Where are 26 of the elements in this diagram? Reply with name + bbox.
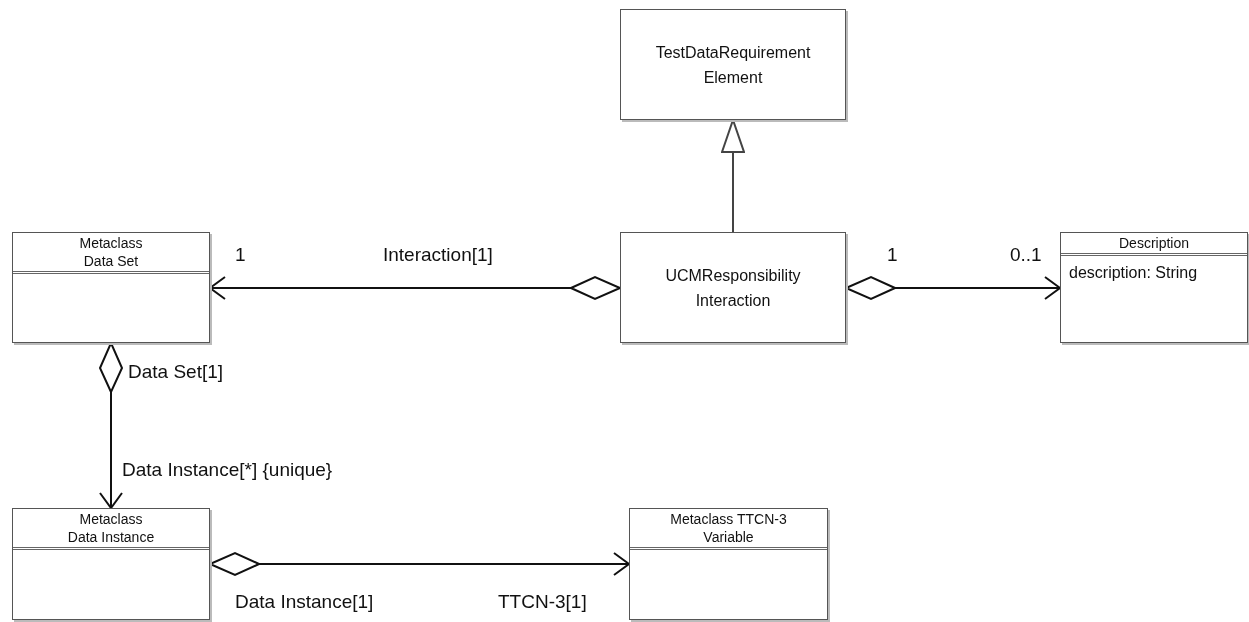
class-box — [12, 232, 210, 343]
class-name: Metaclass TTCN-3 Variable — [669, 510, 788, 547]
class-box — [620, 9, 846, 120]
class-name: Metaclass Data Instance — [66, 510, 156, 547]
aggregation-arrow — [845, 276, 1061, 300]
role-label: TTCN-3[1] — [498, 591, 587, 613]
class-name: Metaclass Data Set — [78, 234, 144, 271]
multiplicity-label: 0..1 — [1010, 244, 1042, 266]
class-name: UCMResponsibility Interaction — [664, 265, 802, 311]
class-box — [629, 508, 828, 620]
aggregation-arrow — [209, 276, 621, 300]
multiplicity-label: 1 — [235, 244, 246, 266]
aggregation-arrow — [99, 342, 123, 509]
class-name: Description — [1119, 234, 1189, 253]
role-label: Data Instance[1] — [235, 591, 374, 613]
class-box — [620, 232, 846, 343]
generalization-arrow — [721, 119, 745, 233]
class-box — [1060, 232, 1248, 343]
role-label: Data Instance[*] {unique} — [122, 459, 333, 481]
role-label: Interaction[1] — [383, 244, 493, 266]
attribute-text: description: String — [1068, 263, 1199, 283]
aggregation-arrow — [209, 552, 630, 576]
class-name: TestDataRequirement Element — [654, 42, 812, 88]
role-label: Data Set[1] — [128, 361, 224, 383]
multiplicity-label: 1 — [887, 244, 898, 266]
class-box — [12, 508, 210, 620]
